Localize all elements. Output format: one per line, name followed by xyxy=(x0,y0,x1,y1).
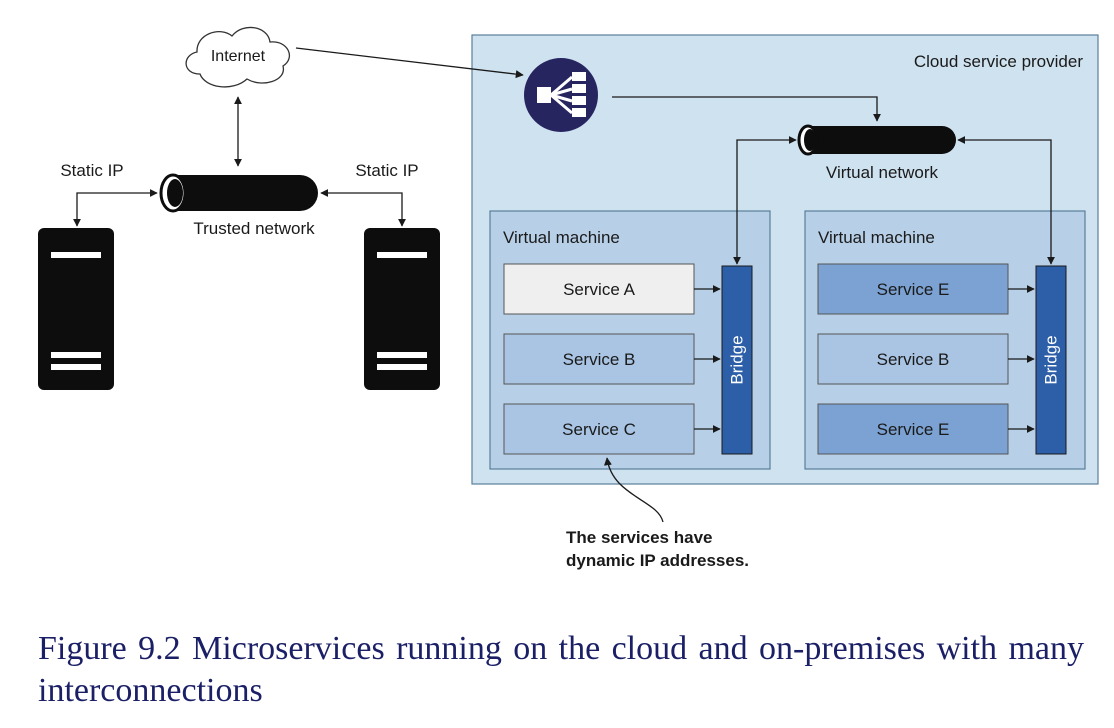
bridge-label: Bridge xyxy=(1042,335,1061,384)
virtual-network-pipe-icon xyxy=(797,124,956,156)
service-box xyxy=(817,403,1009,455)
static-ip-right-label: Static IP xyxy=(355,161,418,180)
internet-loadbalancer-link xyxy=(295,47,524,79)
internet-label: Internet xyxy=(211,48,266,65)
vnet-bridge-link xyxy=(733,136,797,265)
service-label: Service B xyxy=(877,350,950,369)
service-label: Service E xyxy=(877,420,950,439)
callout-pointer xyxy=(603,457,664,523)
service-label: Service A xyxy=(563,280,635,299)
loadbalancer-vnet-link xyxy=(612,96,881,122)
callout-text-line1: The services have xyxy=(566,528,712,547)
on-prem-server-right-icon xyxy=(364,228,440,390)
internet-cloud-icon xyxy=(185,26,290,88)
architecture-diagram: Cloud service provider Internet Trusted … xyxy=(38,26,1099,570)
service-box xyxy=(817,333,1009,385)
service-box xyxy=(503,403,695,455)
callout-text-line2: dynamic IP addresses. xyxy=(566,551,749,570)
bridge-bar xyxy=(1035,265,1067,455)
static-ip-right-link xyxy=(320,189,406,227)
vnet-bridge-link xyxy=(957,136,1055,265)
load-balancer-icon xyxy=(524,58,598,132)
service-label: Service E xyxy=(877,280,950,299)
trusted-network-label: Trusted network xyxy=(193,219,315,238)
bridge-bar xyxy=(721,265,753,455)
trusted-network-pipe-icon xyxy=(159,173,318,213)
service-box xyxy=(817,263,1009,315)
cloud-provider-label: Cloud service provider xyxy=(914,52,1083,71)
figure-caption: Figure 9.2 Microservices running on the … xyxy=(38,630,1084,709)
vm-label: Virtual machine xyxy=(818,228,935,247)
service-label: Service C xyxy=(562,420,636,439)
virtual-network-label: Virtual network xyxy=(826,163,939,182)
bridge-label: Bridge xyxy=(728,335,747,384)
service-box xyxy=(503,333,695,385)
vm-label: Virtual machine xyxy=(503,228,620,247)
service-label: Service B xyxy=(563,350,636,369)
static-ip-left-label: Static IP xyxy=(60,161,123,180)
static-ip-left-link xyxy=(73,189,158,227)
on-prem-server-left-icon xyxy=(38,228,114,390)
